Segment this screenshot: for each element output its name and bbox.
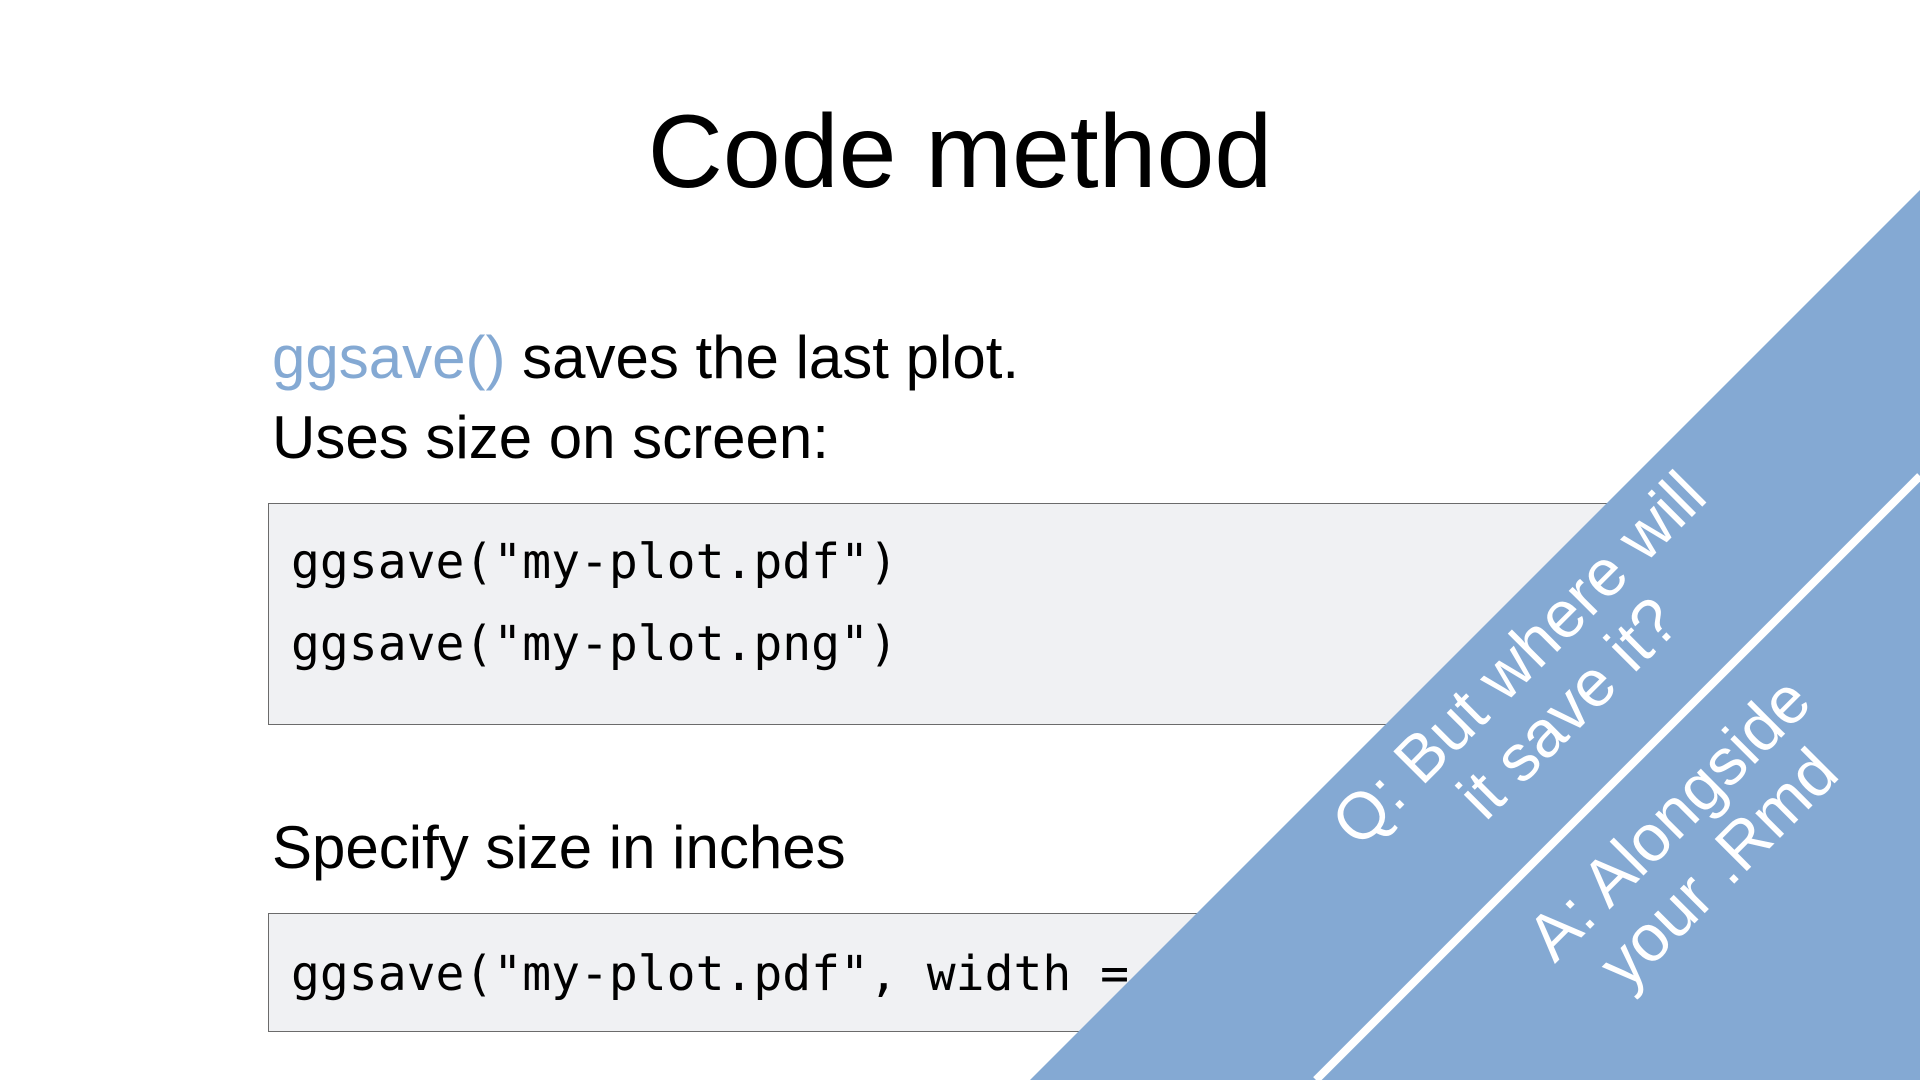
section-label: Specify size in inches bbox=[272, 814, 846, 881]
slide-title: Code method bbox=[647, 94, 1273, 210]
code-line: ggsave("my-plot.png") bbox=[291, 616, 898, 672]
code-block-inches: ggsave("my-plot.pdf", width = 6, height … bbox=[268, 913, 1568, 1032]
intro-text: saves the last plot. bbox=[505, 324, 1020, 391]
code-block-default-size: ggsave("my-plot.pdf") ggsave("my-plot.pn… bbox=[268, 503, 1668, 725]
code-line: ggsave("my-plot.pdf", width = 6, height … bbox=[291, 946, 1563, 1002]
sash-answer-line-2: your .Rmd bbox=[1584, 734, 1852, 1002]
function-name: ggsave() bbox=[272, 324, 506, 391]
intro-line: ggsave() saves the last plot. bbox=[272, 318, 1019, 398]
code-line: ggsave("my-plot.pdf") bbox=[291, 534, 898, 590]
intro-line-2: Uses size on screen: bbox=[272, 404, 829, 471]
